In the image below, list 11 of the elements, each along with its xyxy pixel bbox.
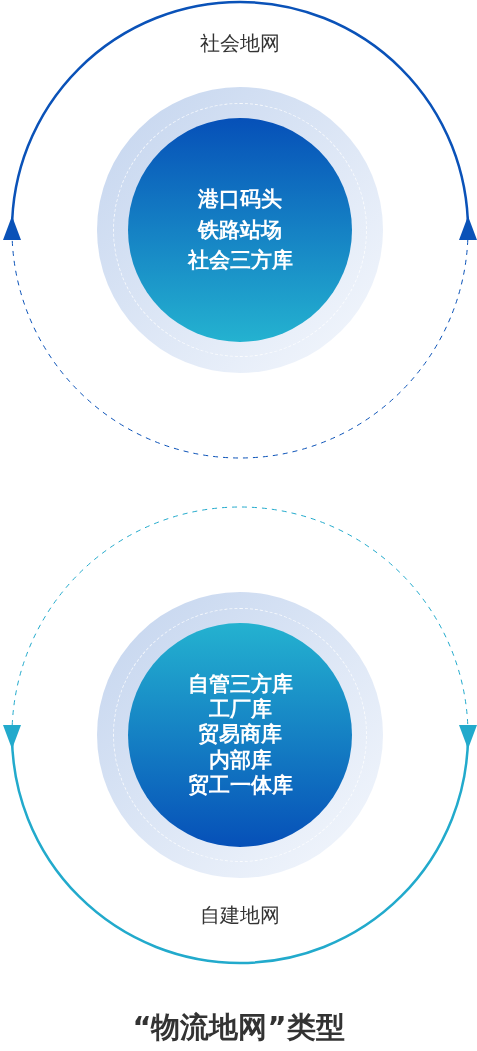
node-text: 贸易商库 <box>198 722 282 748</box>
node-text: 工厂库 <box>208 697 272 723</box>
node-text: 社会三方库 <box>187 247 293 275</box>
node-text: 内部库 <box>208 747 272 773</box>
caption: “物流地网”类型 <box>131 1009 346 1046</box>
arc-label: 社会地网 <box>200 30 280 57</box>
node-text: 贸工一体库 <box>187 772 293 798</box>
arc-label: 自建地网 <box>200 902 280 929</box>
node-text: 自管三方库 <box>187 672 293 698</box>
node-text: 港口码头 <box>198 186 282 214</box>
node-text: 铁路站场 <box>198 216 282 244</box>
